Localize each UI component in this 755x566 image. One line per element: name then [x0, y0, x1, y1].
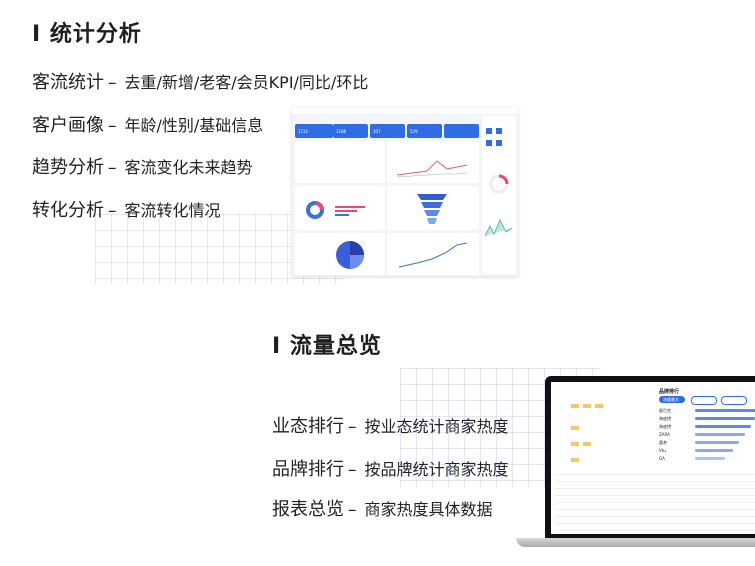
brand-bar [695, 425, 751, 428]
tab-outline[interactable] [691, 396, 717, 405]
funnel-card [387, 186, 479, 230]
feature-value: 商家热度具体数据 [364, 500, 493, 519]
kpi-card: 1186 [333, 124, 368, 138]
feature-key: 报表总览 [272, 499, 344, 520]
feature-dash: – [348, 417, 357, 437]
brand-bar [695, 449, 733, 452]
kpi-card [444, 124, 479, 138]
brand-name: Vtu [659, 448, 666, 453]
feature-key: 客户画像 [32, 115, 104, 136]
feature-key: 客流统计 [32, 72, 104, 93]
feature-dash: – [108, 116, 117, 136]
feature-value: 客流变化未来趋势 [124, 158, 253, 177]
feature-value: 客流转化情况 [124, 201, 221, 220]
brand-name: 海底捞 [659, 424, 671, 429]
side-panel-charts [484, 128, 513, 237]
forecast-line-chart [398, 242, 468, 268]
kpi-value: 207 [373, 129, 381, 134]
brand-ranking-title: 品牌排行 [659, 389, 680, 395]
brand-bar [695, 417, 755, 420]
brand-name: 喜茶 [659, 440, 667, 445]
feature-value: 年龄/性别/基础信息 [124, 116, 264, 135]
feature-key: 品牌排行 [272, 459, 344, 480]
stats-card [295, 141, 385, 183]
brand-name: 海底捞 [659, 416, 671, 421]
brand-list: 星巴克 海底捞 海底捞 ZARA 喜茶 Vtu GA [659, 408, 755, 468]
laptop-display: 品牌排行 流量最大 星巴克 海底捞 海底捞 ZARA 喜茶 Vtu GA [551, 382, 755, 534]
brand-bar [695, 409, 755, 412]
feature-dash: – [348, 500, 357, 520]
report-table [555, 474, 755, 532]
pie-chart [336, 241, 364, 269]
funnel-chart [417, 194, 447, 224]
feature-key: 趋势分析 [32, 157, 104, 178]
brand-bar [695, 433, 745, 436]
feature-dash: – [348, 460, 357, 480]
feature-key: 业态排行 [272, 416, 344, 437]
side-panel [482, 116, 516, 274]
feature-row: 客流统计–去重/新增/老客/会员KPI/同比/环比 [32, 68, 368, 94]
laptop-base [516, 538, 755, 547]
feature-row: 趋势分析–客流变化未来趋势 [32, 153, 253, 179]
kpi-value: 1721 [298, 129, 309, 134]
tab-label: 流量最大 [663, 397, 679, 402]
portrait-card [295, 186, 385, 230]
trend-line-chart [396, 160, 468, 178]
kpi-card: 1721 [295, 124, 333, 138]
section-title-traffic: I 流量总览 [272, 334, 382, 359]
filter-area [557, 392, 647, 472]
dashboard-topbar [292, 108, 518, 114]
brand-bar [695, 457, 725, 460]
pie-card [295, 233, 385, 275]
trend-card [387, 141, 479, 183]
donut-chart [306, 201, 365, 219]
feature-value: 按业态统计商家热度 [364, 417, 509, 436]
feature-row: 品牌排行–按品牌统计商家热度 [272, 455, 509, 481]
feature-row: 报表总览–商家热度具体数据 [272, 495, 493, 521]
feature-dash: – [108, 201, 117, 221]
feature-dash: – [108, 73, 117, 93]
section-title-statistics: I 统计分析 [32, 22, 142, 47]
feature-key: 转化分析 [32, 200, 104, 221]
feature-row: 转化分析–客流转化情况 [32, 196, 221, 222]
kpi-card: 529 [407, 124, 442, 138]
dashboard-preview: 1721 1186 207 529 [292, 108, 518, 276]
kpi-card: 207 [370, 124, 405, 138]
feature-value: 去重/新增/老客/会员KPI/同比/环比 [124, 73, 369, 92]
brand-name: GA [659, 456, 665, 461]
brand-name: ZARA [659, 432, 670, 437]
kpi-value: 1186 [336, 129, 347, 134]
feature-row: 业态排行–按业态统计商家热度 [272, 412, 509, 438]
brand-bar [695, 441, 739, 444]
feature-value: 按品牌统计商家热度 [364, 460, 509, 479]
tab-most-traffic[interactable]: 流量最大 [659, 396, 685, 403]
brand-name: 星巴克 [659, 408, 671, 413]
feature-row: 客户画像–年龄/性别/基础信息 [32, 111, 263, 137]
tab-outline[interactable] [721, 396, 747, 405]
kpi-value: 529 [410, 129, 418, 134]
forecast-card [387, 233, 479, 275]
feature-dash: – [108, 158, 117, 178]
